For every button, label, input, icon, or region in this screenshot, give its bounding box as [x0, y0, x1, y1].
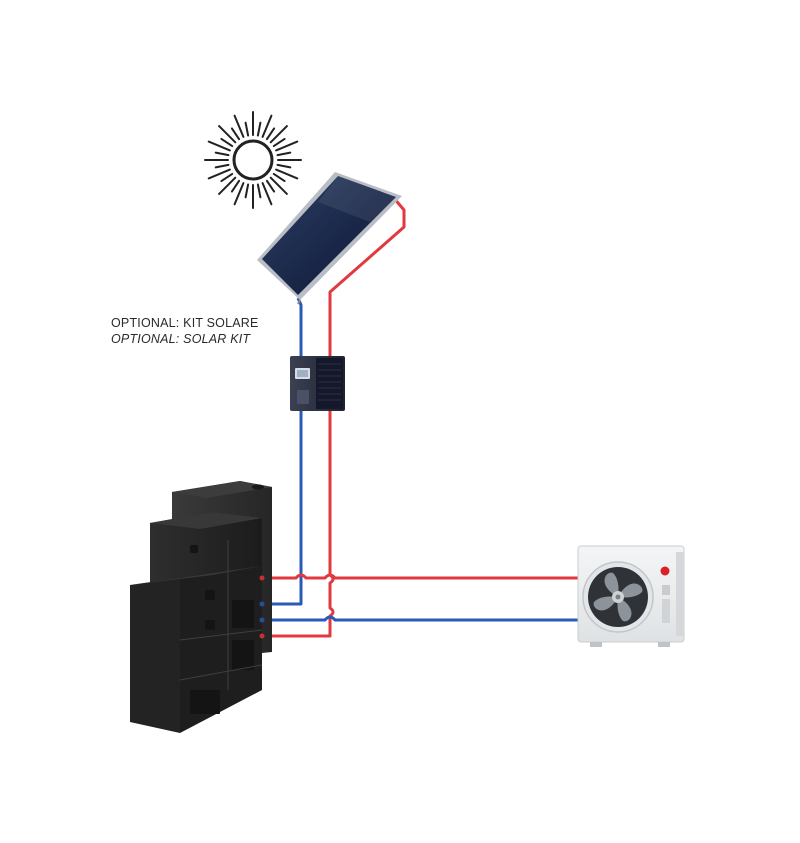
solar-kit-label-it: OPTIONAL: KIT SOLARE: [111, 316, 259, 330]
outdoor-heat-pump: [577, 545, 685, 647]
sun-ray: [244, 121, 250, 137]
sun-ray: [256, 183, 262, 199]
solar-panel: [257, 172, 402, 305]
fan-blade: [617, 597, 632, 622]
solar-kit-label-en: OPTIONAL: SOLAR KIT: [111, 332, 251, 346]
sun-ray: [265, 179, 276, 193]
sun-icon: [204, 111, 302, 209]
brand-logo-icon: [660, 566, 670, 576]
sun-ray: [261, 114, 273, 138]
sun-ray: [265, 127, 276, 141]
sun-ray: [272, 137, 286, 148]
sun-ray: [276, 163, 292, 169]
sun-ray: [269, 125, 288, 144]
sun-ray: [230, 179, 241, 193]
sun-ray: [230, 127, 241, 141]
sun-ray: [244, 183, 250, 199]
sun-ray: [220, 137, 234, 148]
solar-pump-station: [290, 356, 345, 411]
sun-ray: [269, 176, 288, 195]
sun-ray: [220, 172, 234, 183]
fan-blade: [618, 583, 643, 598]
heatpump-hot-pipe: [262, 573, 580, 580]
sun-ray: [207, 168, 231, 180]
sun-ray: [256, 121, 262, 137]
sun-ray: [233, 114, 245, 138]
sun-ray: [218, 176, 237, 195]
sun-ray: [233, 182, 245, 206]
sun-ray: [261, 182, 273, 206]
sun-ray: [275, 168, 299, 180]
fan-blade: [593, 596, 618, 611]
indoor-unit: [130, 481, 272, 733]
sun-ray: [276, 151, 292, 157]
fan-blade: [604, 572, 619, 597]
heatpump-cold-pipe: [262, 615, 580, 622]
sun-ray: [218, 125, 237, 144]
sun-ray: [207, 140, 231, 152]
sun-ray: [214, 163, 230, 169]
sun-ray: [275, 140, 299, 152]
sun-ray: [214, 151, 230, 157]
sun-ray: [272, 172, 286, 183]
